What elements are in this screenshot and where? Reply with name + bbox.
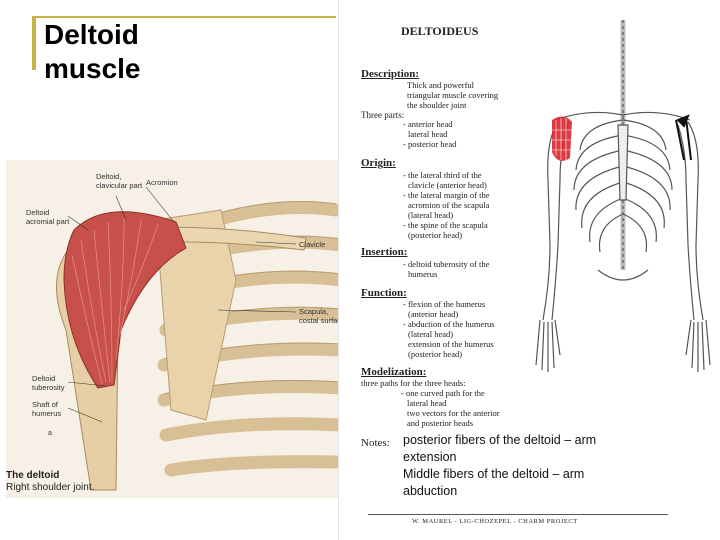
deltoid-anatomy-illustration: Deltoid, clavicular part Acromion Deltoi… (6, 160, 346, 498)
label-scapula-line-2: costal surface (299, 316, 346, 325)
modelization-line-5: and posterior heads (407, 418, 474, 428)
leader-lines (67, 186, 297, 423)
three-parts-item-1: - anterior head (403, 119, 453, 129)
label-deltoid-clavicular: Deltoid, clavicular part (96, 172, 142, 190)
description-line-2: triangular muscle covering (407, 90, 499, 100)
origin-line-4: acromion of the scapula (408, 200, 490, 210)
description-line-3: the shoulder joint (407, 100, 467, 110)
insertion-line-2: humerus (408, 269, 438, 279)
insertion-heading: Insertion: (361, 246, 408, 258)
slide-title-line-2: muscle (44, 53, 141, 84)
skeleton-deltoid-grid (552, 118, 572, 160)
function-heading: Function: (361, 287, 407, 299)
origin-line-3: - the lateral margin of the (403, 190, 490, 200)
notes-line-1: posterior fibers of the deltoid – arm (403, 433, 597, 447)
three-parts-heading: Three parts: (361, 110, 405, 120)
notes-line-4: abduction (403, 484, 458, 498)
figure-caption-line-2: Right shoulder joint. (6, 482, 95, 493)
origin-heading: Origin: (361, 157, 396, 169)
origin-line-7: (posterior head) (408, 230, 463, 240)
description-text: Thick and powerful triangular muscle cov… (407, 80, 498, 110)
label-deltoid-clavicular-line-2: clavicular part (96, 181, 143, 190)
deltoideus-info-panel (338, 0, 720, 540)
label-scapula: Scapula, costal surface (299, 307, 345, 325)
function-line-6: (posterior head) (408, 349, 463, 359)
three-parts-item-3: - posterior head (403, 139, 457, 149)
figure-caption-line-1: The deltoid (6, 470, 60, 481)
skeleton-illustration (535, 20, 711, 372)
modelization-line-4: two vectors for the anterior (407, 408, 500, 418)
origin-line-2: clavicle (anterior head) (408, 180, 487, 190)
panel-title: DELTOIDEUS (401, 24, 479, 38)
label-deltoid-acromial-line-2: acromial part (26, 217, 70, 226)
label-deltoid-clavicular-line-1: Deltoid, (96, 172, 122, 181)
three-parts-list: - anterior head lateral head - posterior… (403, 119, 456, 149)
function-line-2: (anterior head) (408, 309, 459, 319)
label-deltoid-acromial-line-1: Deltoid (26, 208, 50, 217)
slide-title: Deltoid muscle (44, 18, 141, 86)
function-line-5: extension of the humerus (408, 339, 494, 349)
figure-letter: a (48, 430, 52, 437)
label-deltoid-acromial: Deltoid acromial part (26, 208, 69, 226)
skeleton-outline (535, 20, 711, 372)
figure-caption: The deltoid Right shoulder joint. (6, 470, 94, 494)
shoulder-drawing (56, 186, 346, 491)
modelization-line-3: lateral head (407, 398, 447, 408)
scapula-shape (155, 209, 237, 421)
modelization-heading: Modelization: (361, 366, 427, 378)
description-heading: Description: (361, 68, 420, 80)
label-shaft-humerus: Shaft of humerus (32, 400, 61, 418)
label-acromion: Acromion (146, 178, 178, 187)
modelization-line-2: - one curved path for the (401, 388, 485, 398)
footer-rule (368, 514, 668, 515)
skeleton-force-vectors (675, 114, 692, 161)
muscle-fibers (71, 217, 159, 385)
label-shaft-humerus-line-1: Shaft of (32, 400, 58, 409)
modelization-text: three paths for the three heads: - one c… (361, 378, 500, 428)
label-shaft-humerus-line-2: humerus (32, 409, 62, 418)
insertion-line-1: - deltoid tuberosity of the (403, 259, 490, 269)
notes-line-3: Middle fibers of the deltoid – arm (403, 467, 585, 481)
title-accent-line (36, 16, 336, 18)
function-text: - flexion of the humerus (anterior head)… (403, 299, 495, 359)
label-clavicle: Clavicle (299, 240, 326, 249)
three-parts-item-2: lateral head (408, 129, 448, 139)
slide-title-line-1: Deltoid (44, 19, 139, 50)
notes-text: posterior fibers of the deltoid – arm ex… (403, 432, 663, 500)
function-line-3: - abduction of the humerus (403, 319, 495, 329)
notes-label: Notes: (361, 437, 390, 449)
insertion-text: - deltoid tuberosity of the humerus (403, 259, 489, 279)
modelization-line-1: three paths for the three heads: (361, 378, 466, 388)
origin-line-6: - the spine of the scapula (403, 220, 488, 230)
origin-text: - the lateral third of the clavicle (ant… (403, 170, 489, 240)
function-line-4: (lateral head) (408, 329, 454, 339)
function-line-1: - flexion of the humerus (403, 299, 486, 309)
label-deltoid-tuberosity: Deltoid tuberosity (32, 374, 65, 392)
skeleton-deltoid-highlight (552, 116, 572, 161)
description-line-1: Thick and powerful (407, 80, 475, 90)
panel-footer: W. MAUREL - LIG-CHOZEPEL - CHARM PROJECT (412, 518, 578, 525)
origin-line-1: - the lateral third of the (403, 170, 482, 180)
origin-line-5: (lateral head) (408, 210, 454, 220)
label-deltoid-tuberosity-line-1: Deltoid (32, 374, 56, 383)
label-scapula-line-1: Scapula, (299, 307, 329, 316)
title-accent-bar (32, 16, 36, 70)
label-deltoid-tuberosity-line-2: tuberosity (32, 383, 65, 392)
notes-line-2: extension (403, 450, 457, 464)
